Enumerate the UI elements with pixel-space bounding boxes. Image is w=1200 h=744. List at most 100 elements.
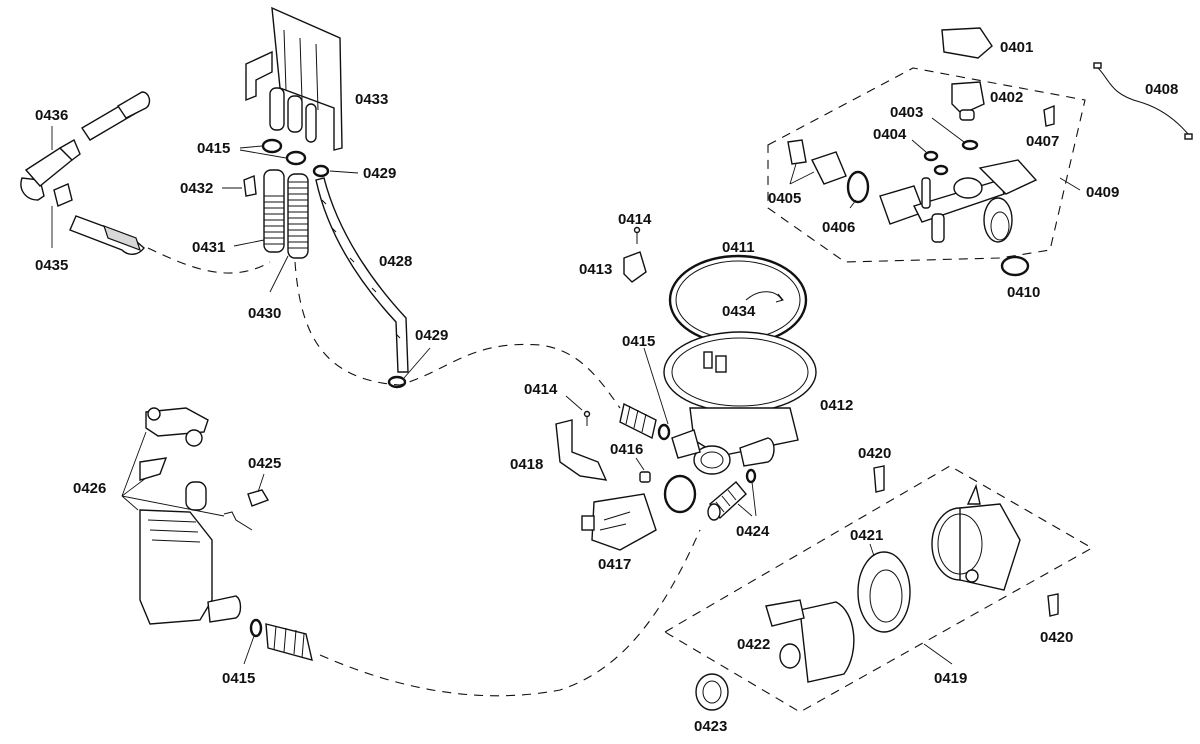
hose-0424[interactable]: [707, 481, 747, 521]
label-0429-top: 0429: [363, 165, 396, 182]
leader-0403: [931, 117, 965, 143]
group-outline-0419: [663, 465, 1094, 713]
label-0413: 0413: [579, 261, 612, 278]
sump-seal-ring-0411[interactable]: [668, 254, 808, 346]
label-0424: 0424: [736, 523, 770, 540]
label-0433: 0433: [355, 91, 388, 108]
o-ring-0415-center[interactable]: [657, 423, 671, 441]
leader-0426-b: [121, 477, 147, 497]
label-0420-top: 0420: [858, 445, 891, 462]
drain-hose-0436[interactable]: [20, 91, 151, 255]
o-ring-0406[interactable]: [846, 170, 870, 204]
clip-0425[interactable]: [247, 489, 270, 507]
motor-housing[interactable]: [931, 483, 1021, 591]
air-break-0433[interactable]: [245, 6, 343, 151]
label-0411: 0411: [722, 239, 755, 256]
hose-clamp-0429-top[interactable]: [312, 164, 330, 178]
label-0401: 0401: [1000, 39, 1033, 56]
label-0404: 0404: [873, 126, 907, 143]
label-0415-top: 0415: [197, 140, 230, 157]
bracket-0418[interactable]: [555, 419, 608, 481]
pump-housing-ring-0421[interactable]: [857, 551, 911, 633]
grommet-0423[interactable]: [695, 673, 729, 711]
label-0422: 0422: [737, 636, 770, 653]
label-0425: 0425: [248, 455, 281, 472]
drain-pump-0417[interactable]: [581, 493, 657, 551]
sensor-0405[interactable]: [787, 139, 847, 185]
arrow-indicator-0434: [745, 291, 783, 301]
hose-0428[interactable]: [315, 177, 409, 373]
leader-0426-c: [121, 495, 139, 511]
sump-housing-0412[interactable]: [663, 331, 817, 475]
wire-lead-0408[interactable]: [1093, 62, 1193, 140]
label-0407: 0407: [1026, 133, 1059, 150]
connection-path-drain-hose: [147, 247, 271, 274]
label-0436: 0436: [35, 107, 68, 124]
label-0410: 0410: [1007, 284, 1040, 301]
leader-0406: [849, 199, 857, 209]
label-0403: 0403: [890, 104, 923, 121]
label-0402: 0402: [990, 89, 1023, 106]
label-0429-lower: 0429: [415, 327, 448, 344]
label-0416: 0416: [610, 441, 643, 458]
label-0420-right: 0420: [1040, 629, 1073, 646]
leader-0404: [911, 139, 927, 153]
o-ring-0415-b[interactable]: [285, 150, 307, 166]
hose-0415-center[interactable]: [619, 402, 657, 440]
seal-ring-0404-b[interactable]: [933, 164, 949, 176]
hose-clamp-0410[interactable]: [1000, 255, 1030, 277]
clip-0407[interactable]: [1043, 104, 1055, 127]
label-0430: 0430: [248, 305, 281, 322]
label-0415-center: 0415: [622, 333, 655, 350]
o-ring-0415-a[interactable]: [261, 138, 283, 154]
corrugated-hose-0430[interactable]: [287, 173, 309, 259]
connection-path-hose-to-sump: [294, 261, 621, 409]
screw-0414-lower[interactable]: [583, 410, 591, 427]
corrugated-hose-0431[interactable]: [263, 169, 285, 253]
leader-0429-lower: [403, 347, 431, 379]
label-0431: 0431: [192, 239, 225, 256]
leader-0405-b: [789, 171, 815, 185]
plug-0416[interactable]: [639, 471, 651, 483]
pump-cover-0422[interactable]: [765, 599, 855, 683]
seal-ring-0404-a[interactable]: [923, 150, 939, 162]
o-ring-large[interactable]: [663, 474, 697, 514]
label-0408: 0408: [1145, 81, 1178, 98]
hose-bottom-left[interactable]: [265, 623, 313, 661]
label-0412: 0412: [820, 397, 853, 414]
label-0405: 0405: [768, 190, 801, 207]
clip-0420-top[interactable]: [873, 465, 885, 493]
bracket-0413[interactable]: [623, 251, 647, 283]
leader-0415-a: [239, 145, 263, 149]
spring-0426[interactable]: [223, 511, 253, 531]
leader-0416: [635, 457, 645, 471]
clip-0420-right[interactable]: [1047, 593, 1059, 617]
label-0419: 0419: [934, 670, 967, 687]
label-0423: 0423: [694, 718, 727, 735]
o-ring-0424[interactable]: [745, 468, 757, 484]
leader-0409: [1059, 177, 1081, 191]
label-0409: 0409: [1086, 184, 1119, 201]
o-ring-0415-bottom[interactable]: [249, 618, 263, 638]
sensor-0402[interactable]: [951, 81, 985, 121]
leader-0414-lower: [565, 395, 583, 411]
screw-0414-upper[interactable]: [633, 226, 641, 245]
group-outline-0409: [767, 67, 1086, 263]
leader-0431: [233, 239, 265, 247]
label-0421: 0421: [850, 527, 883, 544]
manifold-0409[interactable]: [879, 159, 1038, 243]
leader-0419: [923, 643, 953, 665]
valve-assembly-0426[interactable]: [139, 407, 242, 625]
label-0406: 0406: [822, 219, 855, 236]
clip-0432[interactable]: [243, 175, 257, 197]
cap-0401[interactable]: [941, 27, 993, 59]
hose-clip-0435[interactable]: [53, 183, 73, 207]
label-0432: 0432: [180, 180, 213, 197]
leader-0415-bottom: [243, 635, 255, 665]
label-0418: 0418: [510, 456, 543, 473]
seal-ring-0403[interactable]: [961, 139, 979, 151]
leader-0425: [257, 473, 265, 493]
hose-clamp-0429-lower[interactable]: [387, 375, 407, 389]
leader-0426-d: [121, 495, 225, 517]
